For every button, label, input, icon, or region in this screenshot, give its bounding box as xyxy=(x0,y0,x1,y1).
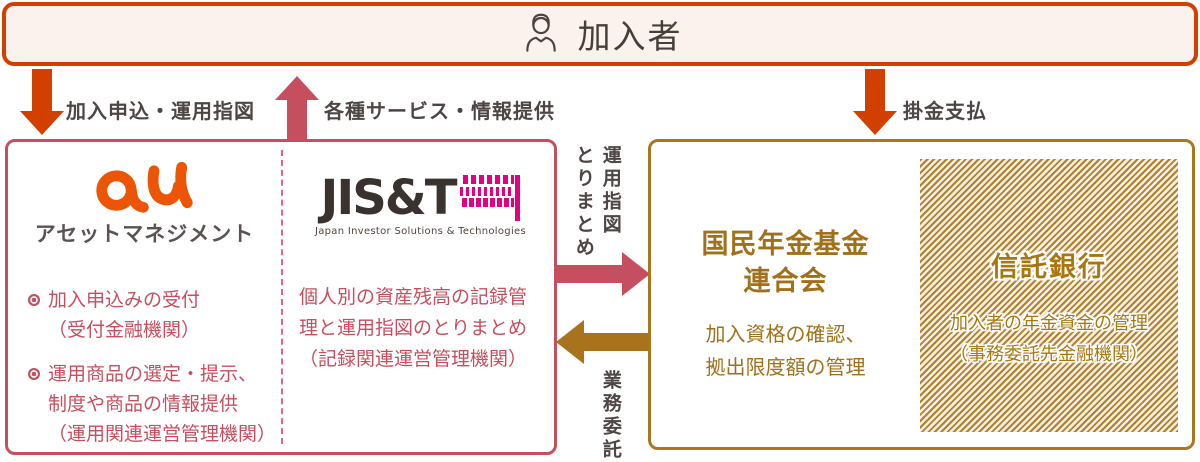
list-item: 運用商品の選定・提示、 制度や商品の情報提供 （運用関連運営管理機関） xyxy=(28,359,277,449)
jist-tagline: Japan Investor Solutions & Technologies xyxy=(314,226,526,237)
services-flow-label: 各種サービス・情報提供 xyxy=(324,99,555,123)
dashed-divider xyxy=(281,150,283,444)
au-role-2: 運用商品の選定・提示、 制度や商品の情報提供 （運用関連運営管理機関） xyxy=(48,363,277,445)
jist-logo-text: JIS&T xyxy=(320,170,458,226)
npfa-section: 国民年金基金 連合会 加入資格の確認、 拠出限度額の管理 xyxy=(651,142,920,447)
down-arrow-premium-icon xyxy=(853,69,897,139)
subscriber-label: 加入者 xyxy=(577,17,683,56)
jist-barcode-icon xyxy=(460,175,521,221)
up-arrow-services-icon xyxy=(275,76,319,144)
person-icon xyxy=(518,10,564,58)
down-arrow-apply-icon xyxy=(20,69,64,139)
outsourcing-vertical-label: 業務委託 xyxy=(599,370,622,462)
trust-bank-name: 信託銀行 xyxy=(991,252,1107,283)
trust-bank-description: 加入者の年金資金の管理 （事務委託先金融機関） xyxy=(950,313,1148,365)
jist-section: JIS&T Japan Investor Solutions & Technol… xyxy=(281,142,560,452)
jist-logo: JIS&T Japan Investor Solutions & Technol… xyxy=(281,174,560,237)
au-logo xyxy=(8,156,281,222)
npfa-description: 加入資格の確認、 拠出限度額の管理 xyxy=(705,322,866,379)
bullet-icon xyxy=(28,368,40,380)
left-arrow-outsourcing-icon xyxy=(556,320,650,368)
instruction-vertical-col1: 運用指図 xyxy=(599,145,622,237)
list-item: 加入申込みの受付 （受付金融機関） xyxy=(28,285,273,345)
instruction-vertical-col2: とりまとめ xyxy=(572,145,595,260)
premium-flow-label: 掛金支払 xyxy=(903,99,987,123)
au-section: アセットマネジメント 加入申込みの受付 （受付金融機関） 運用商品の選定・提示、… xyxy=(8,142,281,452)
right-arrow-instruction-icon xyxy=(556,252,650,300)
subscriber-bar: 加入者 xyxy=(2,2,1198,66)
npfa-box: 国民年金基金 連合会 加入資格の確認、 拠出限度額の管理 信託銀行 加入者の年金… xyxy=(648,139,1195,450)
trust-bank-panel: 信託銀行 加入者の年金資金の管理 （事務委託先金融機関） xyxy=(920,159,1178,432)
bullet-icon xyxy=(28,294,40,306)
npfa-name: 国民年金基金 連合会 xyxy=(701,229,870,297)
au-role-list: 加入申込みの受付 （受付金融機関） 運用商品の選定・提示、 制度や商品の情報提供… xyxy=(28,285,277,462)
jist-description: 個人別の資産残高の記録管 理と運用指図のとりまとめ （記録関連運営管理機関） xyxy=(299,286,528,370)
apply-flow-label: 加入申込・運用指図 xyxy=(66,99,255,123)
au-role-1: 加入申込みの受付 （受付金融機関） xyxy=(48,289,201,341)
instruction-vertical-label: 運用指図 とりまとめ xyxy=(572,145,622,260)
au-company-name: アセットマネジメント xyxy=(34,222,255,246)
operation-management-box: アセットマネジメント 加入申込みの受付 （受付金融機関） 運用商品の選定・提示、… xyxy=(5,139,557,455)
